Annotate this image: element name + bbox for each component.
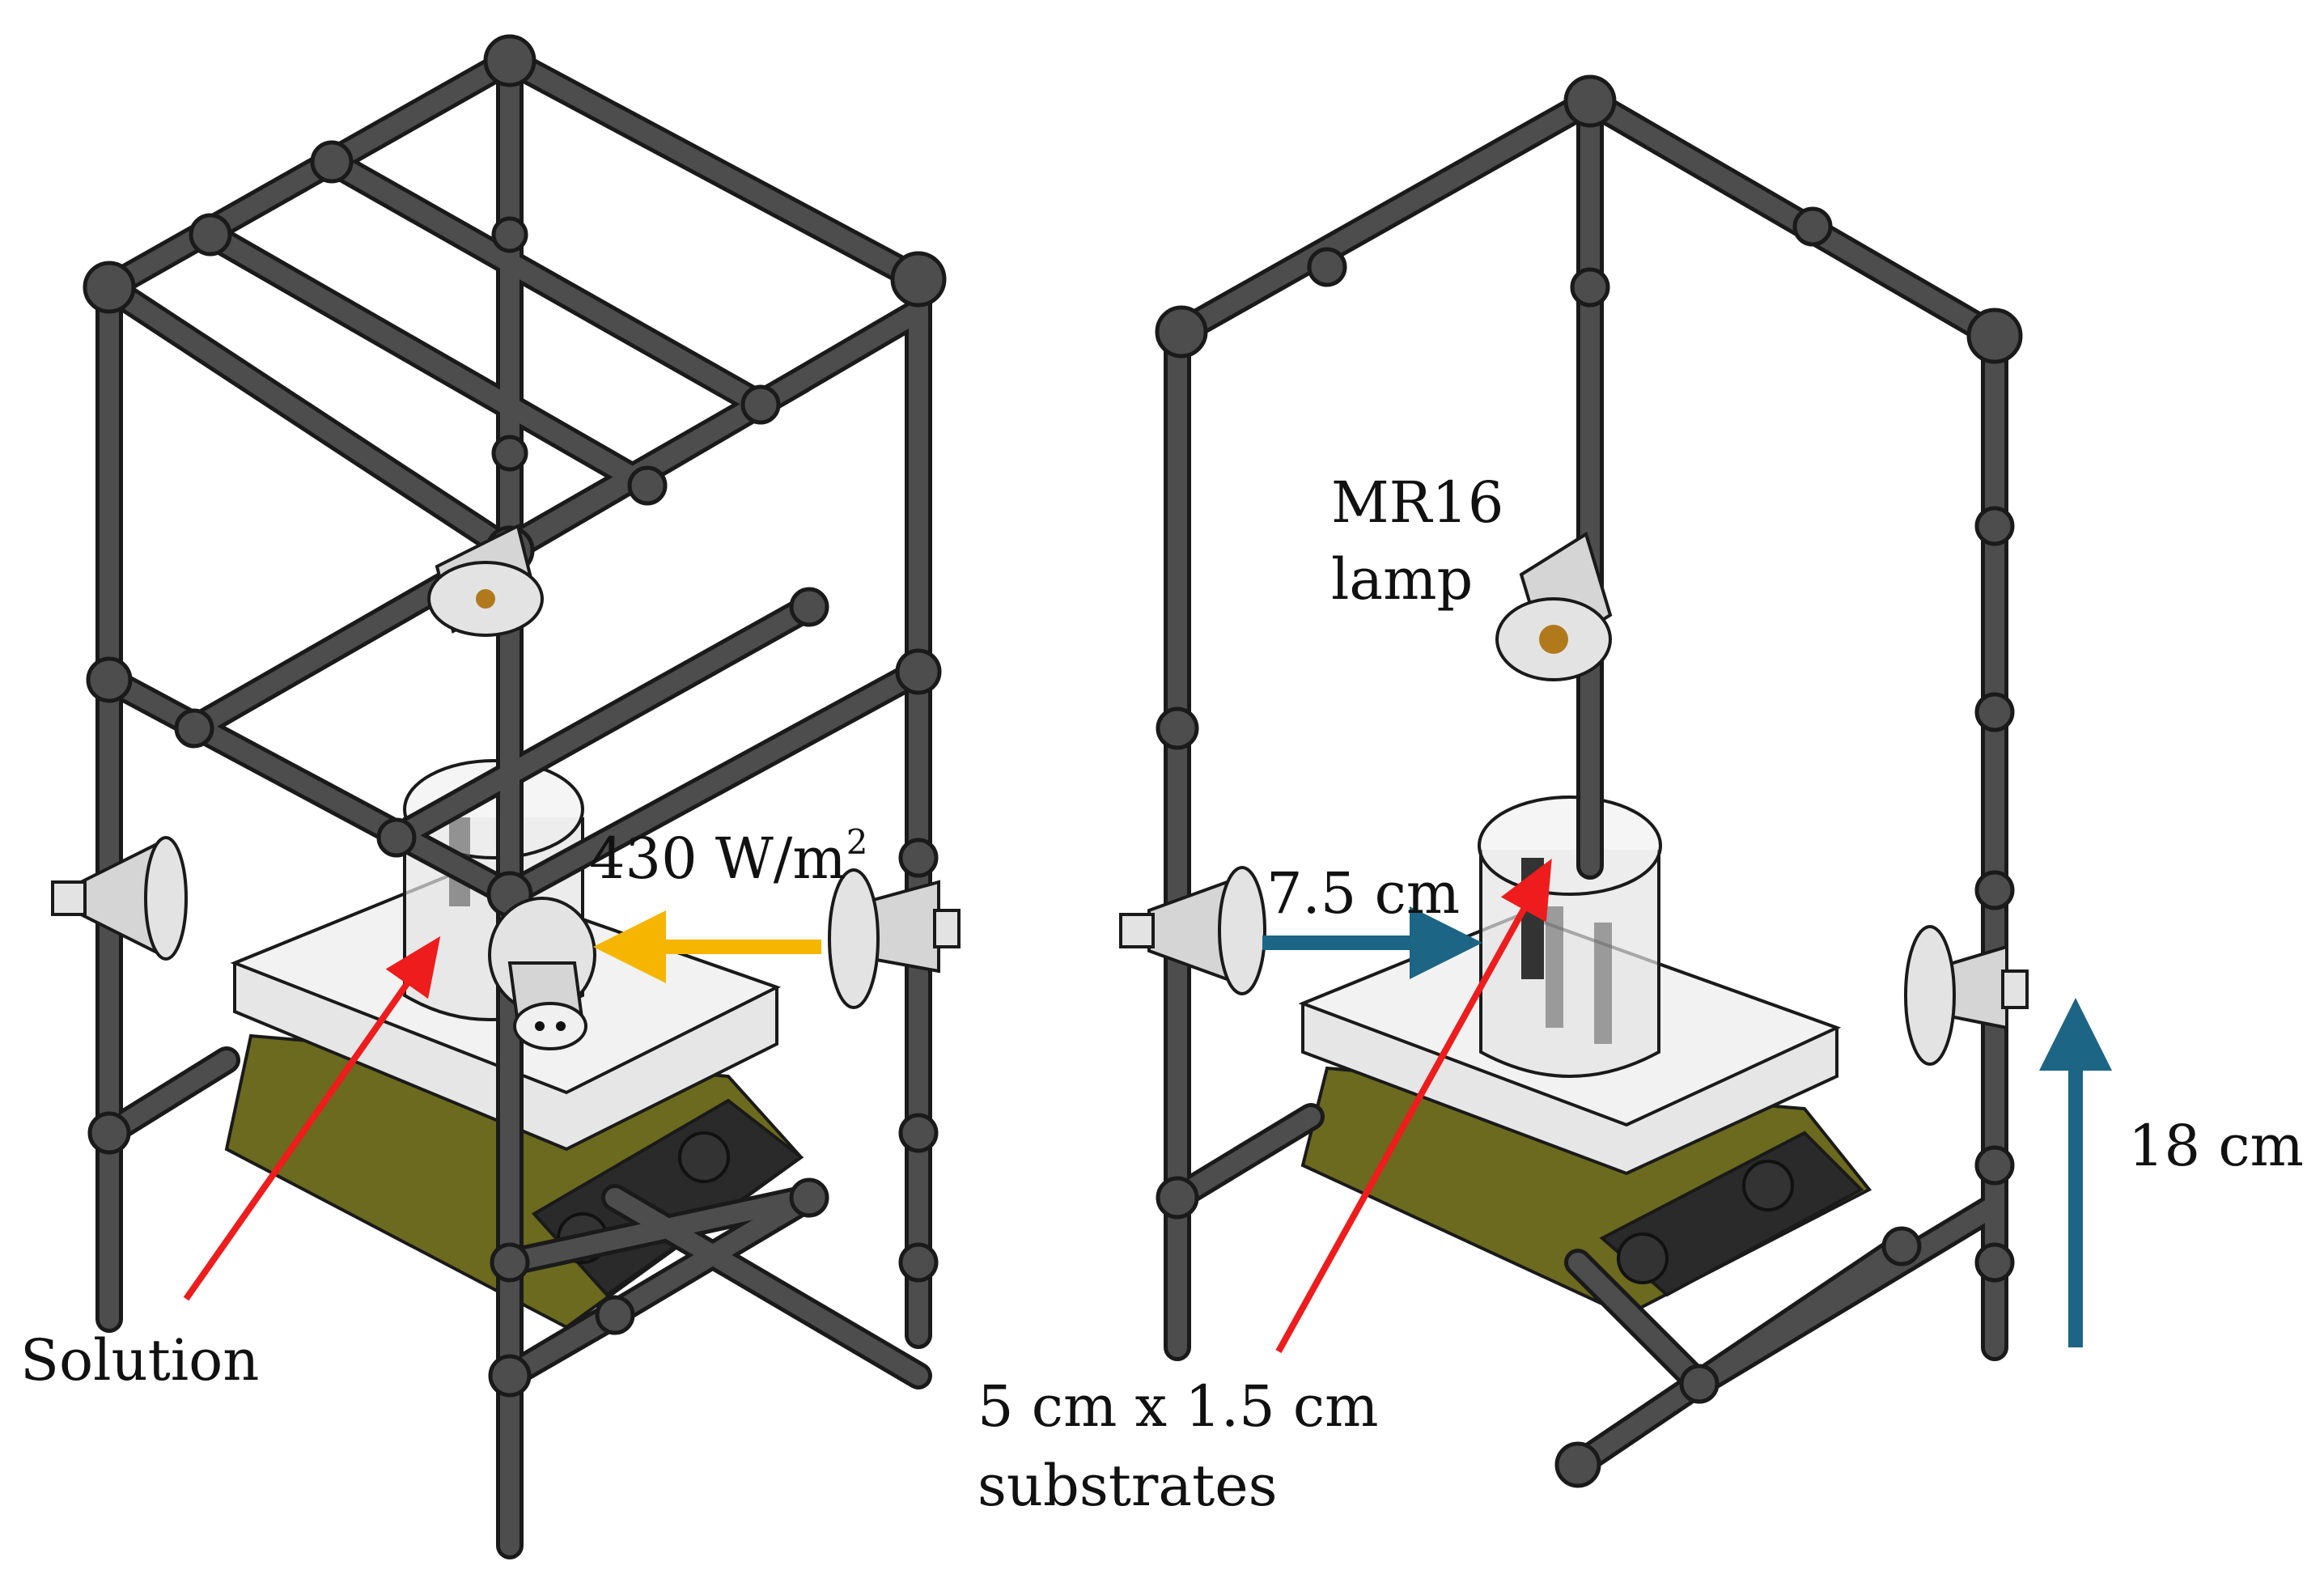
annotation-arrows bbox=[183, 859, 2112, 1353]
left-lamp-left bbox=[51, 836, 188, 961]
right-lamp-right bbox=[1904, 925, 2029, 1066]
substrate-label-line1: 5 cm x 1.5 cm bbox=[978, 1373, 1379, 1440]
solution-arrow bbox=[183, 935, 441, 1301]
substrate-label-line2: substrates bbox=[978, 1453, 1278, 1519]
mr16-lamp-top bbox=[1495, 531, 1613, 681]
right-lamp-left bbox=[1119, 866, 1266, 995]
distance-label: 7.5 cm bbox=[1266, 860, 1460, 927]
left-lamp-right bbox=[828, 868, 961, 1009]
left-frame bbox=[95, 47, 932, 1559]
right-apparatus bbox=[1119, 74, 2029, 1488]
solution-label: Solution bbox=[20, 1327, 259, 1394]
lamp-label-line1: MR16 bbox=[1331, 469, 1503, 536]
height-label: 18 cm bbox=[2128, 1113, 2304, 1179]
left-lamp-front bbox=[488, 897, 596, 1050]
lamp-label-line2: lamp bbox=[1331, 546, 1473, 613]
left-apparatus bbox=[51, 34, 961, 1559]
left-lamp-top bbox=[427, 524, 544, 637]
substrate-arrow bbox=[1275, 859, 1552, 1353]
irradiance-label: 430 W/m2 bbox=[589, 822, 868, 892]
labels: 430 W/m2 Solution MR16 lamp 7.5 cm 18 cm… bbox=[20, 469, 2304, 1519]
right-frame-connectors bbox=[1155, 74, 2023, 1488]
left-frame-connectors bbox=[83, 34, 947, 1398]
